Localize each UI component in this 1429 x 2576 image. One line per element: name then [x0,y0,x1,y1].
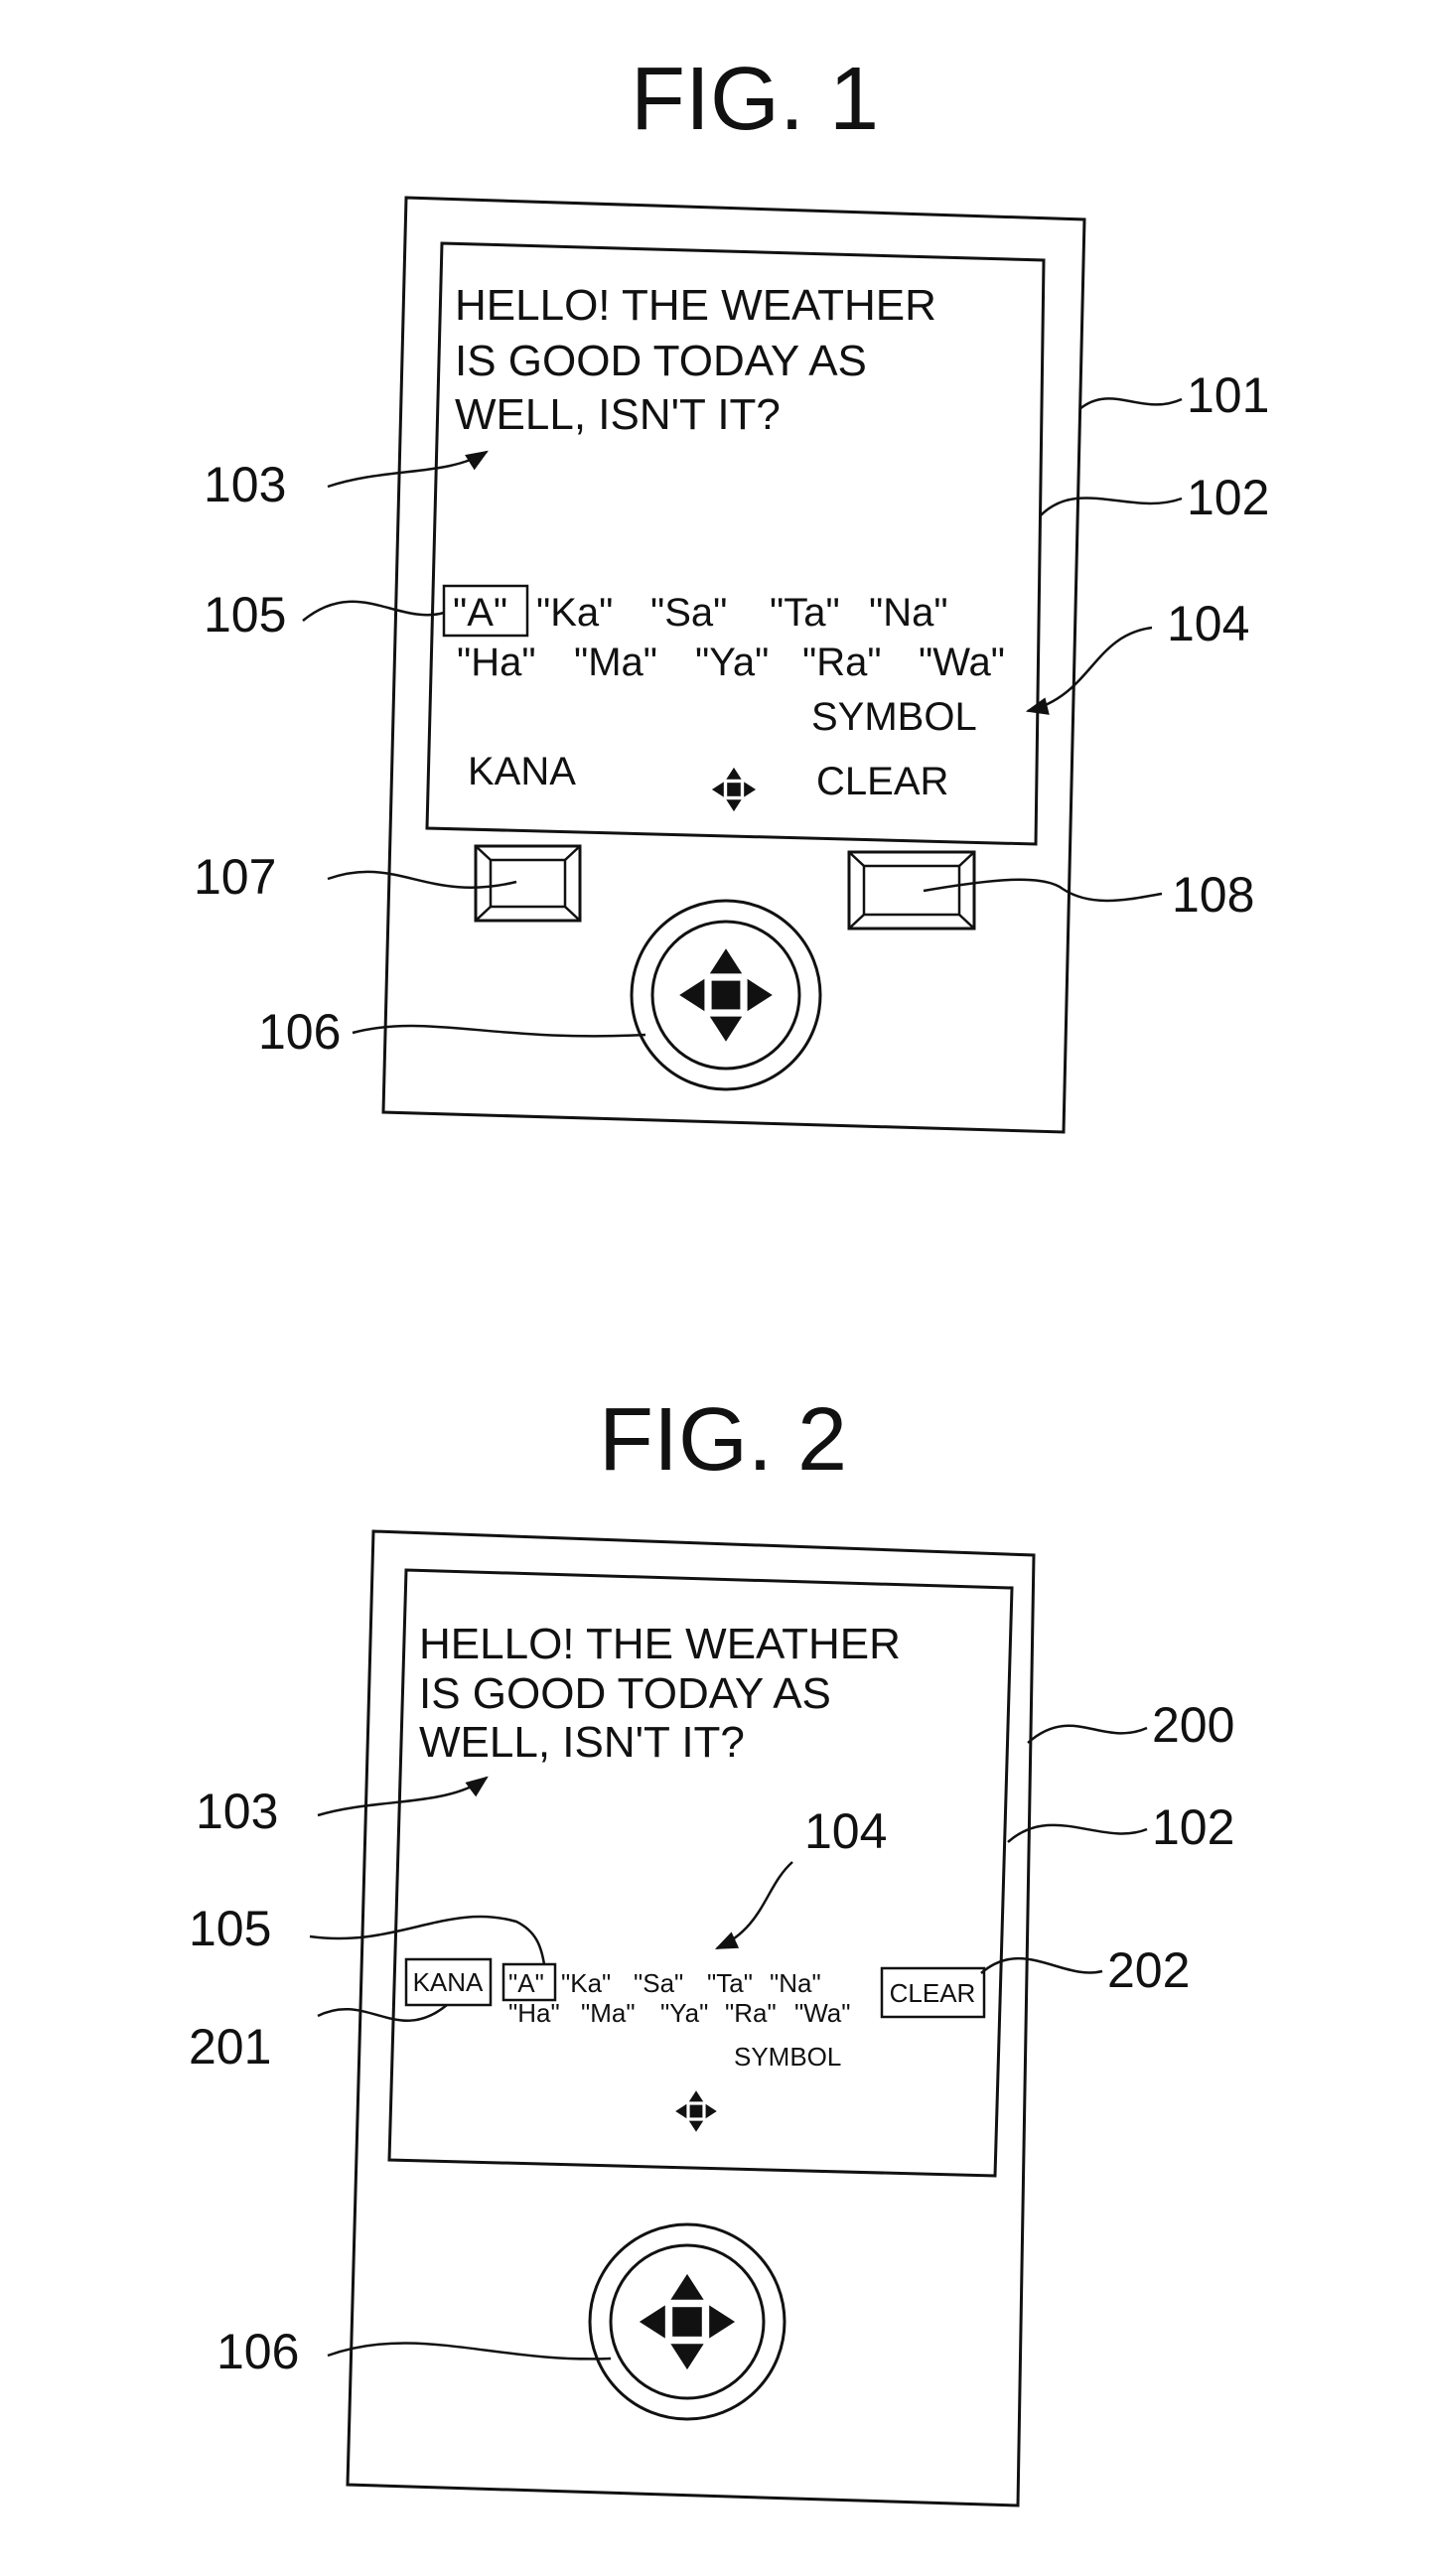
figure-1: FIG. 1 HELLO! THE WEATHER IS GOOD TODAY … [194,50,1269,1132]
clear-softkey[interactable]: CLEAR [882,1968,984,2017]
kana-candidate[interactable]: "Ka" [561,1968,611,1998]
ref-numeral: 104 [1167,596,1249,651]
kana-candidate[interactable]: "Ta" [707,1968,753,1998]
kana-candidate[interactable]: "Sa" [634,1968,683,1998]
direction-dial[interactable] [632,901,820,1089]
figure-2: FIG. 2 HELLO! THE WEATHER IS GOOD TODAY … [189,1390,1234,2505]
kana-candidate[interactable]: "Ya" [660,1998,708,2028]
kana-candidate[interactable]: "Ta" [770,591,840,635]
ref-numeral: 105 [204,587,286,643]
kana-candidate[interactable]: "Wa" [919,641,1005,684]
symbol-option[interactable]: SYMBOL [734,2042,841,2072]
kana-candidate[interactable]: "A" [508,1968,544,1998]
dpad-indicator-icon [675,2090,717,2132]
ref-numeral: 200 [1152,1697,1234,1753]
clear-softkey-label: CLEAR [890,1978,976,2008]
kana-softkey-label: KANA [468,750,576,793]
kana-softkey[interactable]: KANA [406,1959,491,2005]
ref-numeral: 106 [258,1004,341,1060]
kana-candidate[interactable]: "Na" [869,591,948,635]
kana-candidate[interactable]: "Ha" [457,641,536,684]
ref-numeral: 104 [804,1803,887,1859]
ref-numeral: 102 [1152,1799,1234,1855]
kana-candidate[interactable]: "Ka" [536,591,613,635]
clear-softkey-label: CLEAR [816,760,948,803]
ref-numeral: 108 [1172,867,1254,923]
kana-candidate[interactable]: "Ra" [802,641,882,684]
ref-numeral: 103 [196,1784,278,1839]
kana-row-2: "Ha" "Ma" "Ya" "Ra" "Wa" [457,641,1005,684]
ref-numeral: 106 [216,2324,299,2379]
dpad-arrows-icon [640,2274,735,2369]
figure-title: FIG. 1 [631,50,879,149]
ref-numeral: 202 [1107,1942,1190,1998]
kana-candidate[interactable]: "Sa" [650,591,727,635]
kana-candidate[interactable]: "Ha" [508,1998,560,2028]
ref-numeral: 101 [1187,367,1269,423]
dpad-arrows-icon [679,948,773,1042]
message-line: WELL, ISN'T IT? [419,1718,745,1767]
message-line: IS GOOD TODAY AS [419,1669,831,1718]
ref-numeral: 105 [189,1901,271,1956]
kana-softkey-label: KANA [413,1967,484,1997]
left-soft-button[interactable] [476,846,580,921]
kana-candidate[interactable]: "Na" [770,1968,821,1998]
message-line: WELL, ISN'T IT? [455,390,781,439]
message-line: HELLO! THE WEATHER [419,1620,901,1668]
kana-candidate[interactable]: "Wa" [794,1998,851,2028]
kana-candidate[interactable]: "Ra" [725,1998,777,2028]
right-soft-button[interactable] [849,852,974,929]
dpad-indicator-icon [712,768,756,811]
kana-row-2: "Ha" "Ma" "Ya" "Ra" "Wa" [508,1998,851,2028]
kana-candidate[interactable]: "Ma" [581,1998,636,2028]
message-line: IS GOOD TODAY AS [455,337,867,385]
kana-candidate[interactable]: "Ya" [695,641,769,684]
symbol-option[interactable]: SYMBOL [811,695,977,739]
kana-candidate[interactable]: "Ma" [574,641,657,684]
direction-dial[interactable] [590,2224,785,2419]
message-line: HELLO! THE WEATHER [455,281,936,330]
figure-title: FIG. 2 [599,1390,847,1490]
ref-numeral: 107 [194,849,276,905]
ref-numeral: 102 [1187,470,1269,525]
ref-numeral: 103 [204,457,286,512]
ref-numeral: 201 [189,2019,271,2075]
kana-candidate[interactable]: "A" [453,591,507,635]
